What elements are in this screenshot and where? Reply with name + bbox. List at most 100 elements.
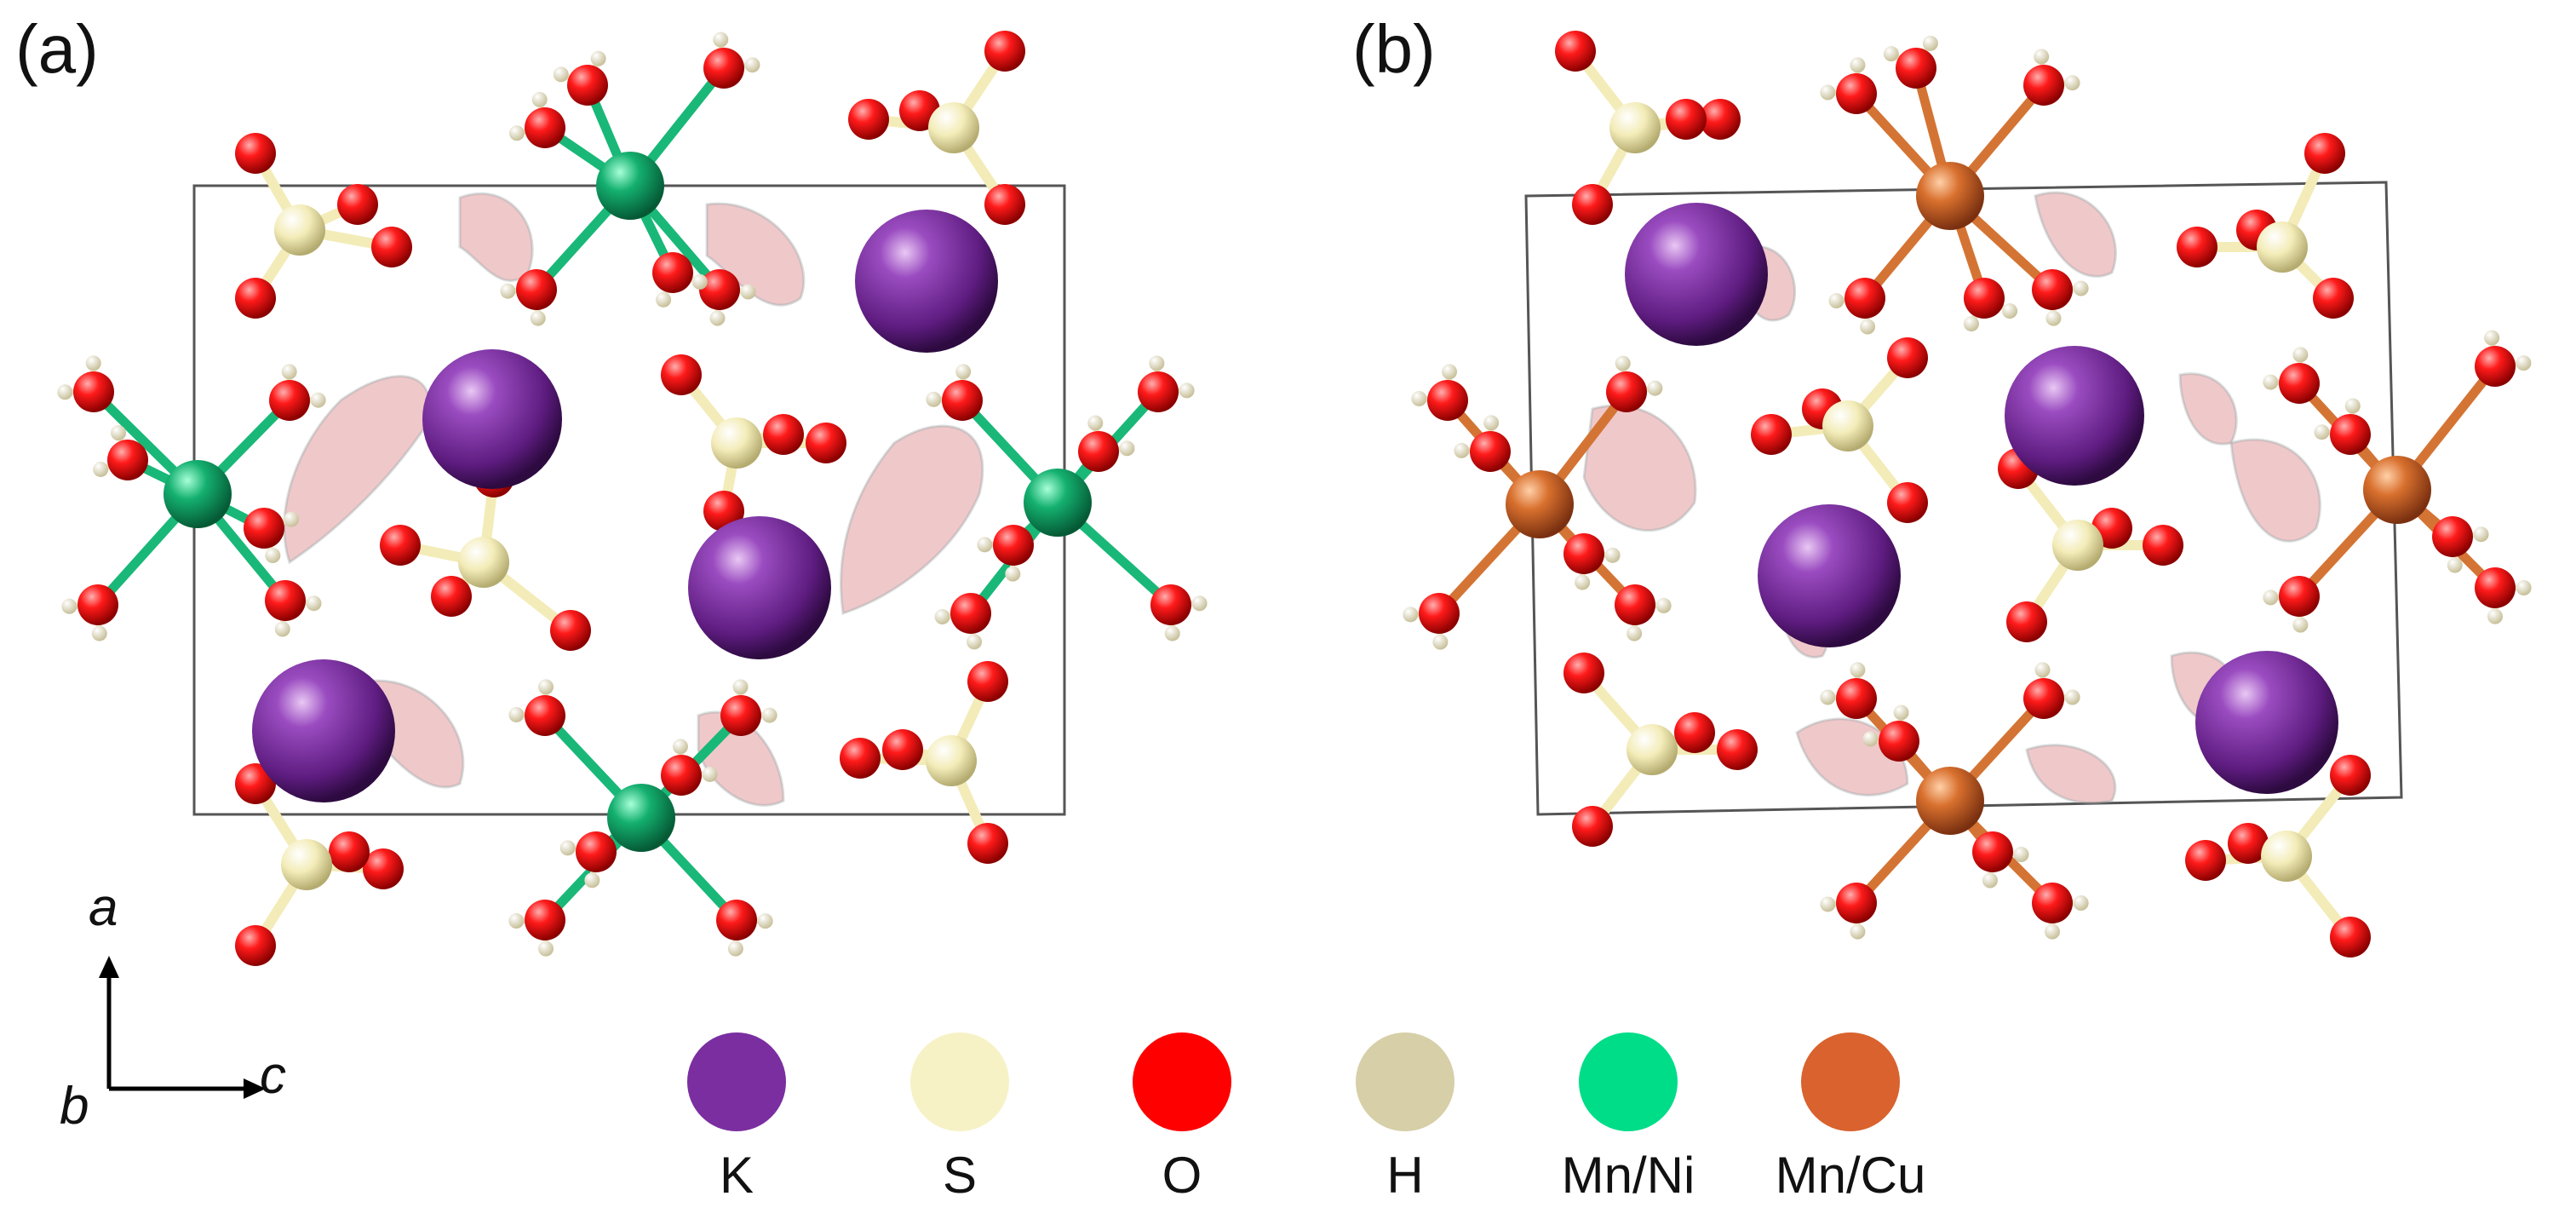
atom-h	[530, 310, 546, 326]
atom-h	[2292, 347, 2309, 363]
atom-k	[422, 349, 562, 489]
atom-o	[2032, 269, 2073, 310]
atom-k	[2005, 346, 2144, 486]
electron-density-isosurface	[1582, 404, 1697, 532]
electron-density-isosurface	[840, 424, 984, 615]
atom-o	[431, 576, 472, 617]
atom-h	[1922, 35, 1938, 51]
atom-h	[508, 125, 525, 141]
atom-h	[926, 391, 942, 407]
atom-h	[1442, 364, 1458, 380]
atom-h	[1191, 595, 1208, 612]
atom-o	[1572, 184, 1613, 225]
atom-o	[720, 695, 761, 736]
atom-h	[1647, 380, 1663, 396]
axis-b-label: b	[60, 1077, 89, 1136]
atom-o	[371, 227, 412, 267]
atom-h	[1862, 731, 1879, 747]
atom-h	[691, 273, 708, 290]
atom-h	[1179, 382, 1195, 399]
legend-swatch	[1356, 1032, 1454, 1131]
atom-o	[2330, 755, 2371, 796]
atom-h	[1149, 355, 1165, 371]
atom-o	[235, 763, 276, 804]
atom-h	[281, 364, 297, 380]
atom-s	[926, 735, 977, 786]
atom-k	[688, 516, 831, 659]
atom-o	[525, 695, 565, 736]
atom-h	[2045, 310, 2062, 326]
atom-o	[1836, 678, 1877, 719]
atom-o	[2304, 133, 2345, 174]
atom-o	[1674, 712, 1715, 753]
atom-h	[977, 537, 993, 553]
atom-s	[928, 102, 979, 153]
atom-h	[1655, 597, 1672, 613]
atom-h	[1575, 574, 1591, 590]
atom-k	[1625, 203, 1768, 346]
atom-h	[559, 840, 576, 856]
atom-h	[85, 355, 101, 371]
atom-h	[1087, 415, 1104, 431]
atom-o	[567, 65, 608, 106]
atom-o	[1572, 806, 1613, 847]
atom-h	[93, 461, 109, 477]
atom-mncu	[1916, 767, 1984, 835]
large-atom-layer	[1506, 162, 2431, 835]
atom-h	[2447, 557, 2463, 573]
atom-h	[2073, 280, 2089, 296]
atom-h	[1164, 625, 1180, 641]
atom-o	[1606, 371, 1647, 412]
atom-h	[284, 511, 300, 527]
atom-mnni	[596, 152, 664, 220]
atom-h	[1820, 84, 1836, 101]
atom-mncu	[1506, 470, 1574, 538]
atom-o	[244, 508, 284, 549]
atom-o	[235, 925, 276, 966]
atom-o	[806, 423, 846, 463]
legend-label-h: H	[1386, 1147, 1424, 1204]
atom-k	[252, 659, 395, 802]
atom-o	[1427, 380, 1468, 421]
atom-h	[1411, 390, 1427, 406]
large-atom-layer	[164, 152, 1092, 852]
atom-o	[516, 269, 557, 310]
atom-h	[2263, 589, 2279, 606]
atom-o	[1836, 73, 1877, 114]
atom-o	[848, 99, 889, 140]
atom-o	[2279, 363, 2320, 404]
atom-o	[2330, 917, 2371, 958]
legend-label-mn-ni: Mn/Ni	[1561, 1147, 1695, 1204]
atom-o	[363, 848, 404, 889]
atom-h	[2064, 75, 2080, 91]
atom-h	[2473, 526, 2489, 543]
atom-h	[1005, 566, 1021, 582]
atom-mncu	[1916, 162, 1984, 230]
atom-h	[1403, 607, 1419, 623]
atom-h	[1820, 689, 1836, 705]
atom-o	[2177, 227, 2217, 267]
atom-h	[508, 913, 525, 929]
atom-h	[1982, 872, 1998, 889]
atom-o	[2475, 567, 2516, 608]
atom-o	[576, 831, 617, 872]
atom-h	[1626, 625, 1643, 641]
atom-o	[235, 278, 276, 319]
atom-h	[1432, 634, 1449, 650]
atom-o	[1896, 48, 1936, 89]
atom-o	[2185, 840, 2226, 881]
legend-label-o: O	[1162, 1147, 1202, 1204]
atom-o	[525, 107, 565, 148]
axis-a-label: a	[89, 878, 118, 937]
atom-o	[1964, 278, 2005, 319]
legend-swatch	[1801, 1032, 1900, 1131]
atom-s	[1822, 400, 1873, 451]
atom-h	[702, 766, 718, 782]
electron-density-isosurface	[2034, 191, 2117, 278]
atom-k	[855, 210, 998, 353]
atom-h	[265, 548, 281, 564]
atom-o	[984, 31, 1025, 72]
atom-h	[2516, 355, 2532, 371]
axis-c-label: c	[260, 1046, 286, 1105]
